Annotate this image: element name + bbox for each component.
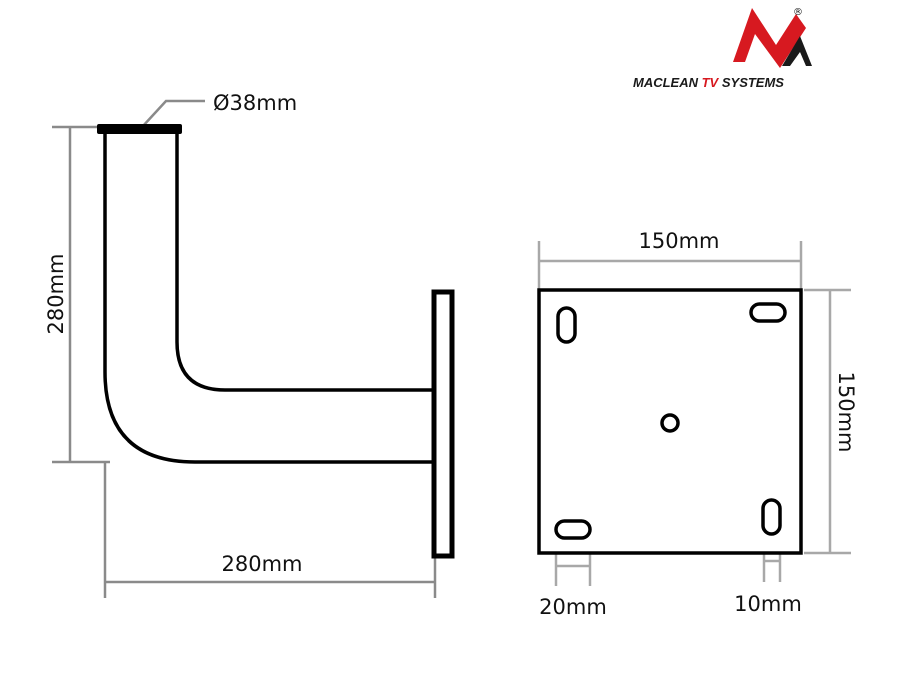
mounting-plate-front-view: 150mm 150mm 20mm 10mm [537,229,858,619]
logo-brand-tv: TV [702,75,720,90]
slot-bottom-right [761,498,782,536]
plate-width-label: 150mm [639,229,720,253]
logo-m-black-shape [782,36,812,66]
bracket-width-label: 280mm [222,552,303,576]
registered-mark: ® [793,7,803,18]
slot-width-label: 20mm [539,595,607,619]
slot-top-left [556,306,577,344]
logo-m-red-shape [733,8,806,68]
maclean-logo: ® MACLEAN TV SYSTEMS [633,7,812,90]
center-hole [660,413,680,433]
plate-height-label: 150mm [834,372,858,453]
bracket-height-label: 280mm [44,254,68,335]
bracket-dimension-lines [52,99,437,598]
slot-top-right [749,302,787,323]
pipe-top-cap [97,124,182,134]
pipe-diameter-label: Ø38mm [213,91,297,115]
logo-brand-maclean: MACLEAN [633,75,702,90]
bracket-pipe [103,132,434,464]
slot-narrow-label: 10mm [734,592,802,616]
logo-brand-systems: SYSTEMS [718,75,784,90]
logo-brand-text: MACLEAN TV SYSTEMS [633,75,784,90]
wall-plate-side [431,289,455,559]
slot-bottom-left [554,519,592,540]
bracket-side-view: Ø38mm 280mm 280mm [44,91,455,598]
plate-slots [554,302,787,540]
